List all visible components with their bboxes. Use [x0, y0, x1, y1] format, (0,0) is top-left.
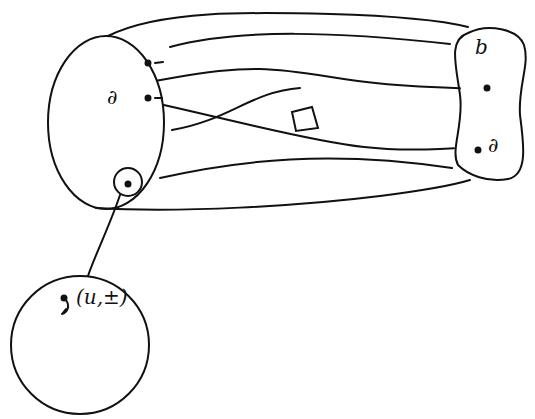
outline-shape	[11, 276, 149, 414]
tube-line	[160, 159, 452, 178]
strand	[158, 69, 460, 88]
dot	[476, 148, 481, 153]
tube-outline	[108, 13, 468, 36]
math-label: ∂	[488, 135, 498, 155]
dot	[126, 182, 131, 187]
strand	[164, 105, 454, 150]
small-disk	[114, 168, 142, 196]
outline-shape	[48, 36, 164, 209]
tube-line	[172, 88, 300, 130]
zoom-disk: (u,±)	[10, 275, 150, 415]
math-label: ∂	[107, 87, 117, 107]
tube-outline	[96, 180, 470, 210]
math-label: b	[475, 37, 488, 57]
math-label: (u,±)	[76, 287, 128, 307]
dot	[146, 96, 151, 101]
surface-blob: b∂	[448, 25, 530, 183]
arrow-mark	[62, 300, 68, 314]
tube-outline	[170, 34, 450, 47]
outline-shape	[455, 28, 526, 180]
defect	[292, 107, 318, 131]
dot	[485, 86, 490, 91]
surface-ellipse: ∂	[47, 35, 165, 210]
outline	[448, 25, 530, 183]
outline	[47, 35, 165, 210]
